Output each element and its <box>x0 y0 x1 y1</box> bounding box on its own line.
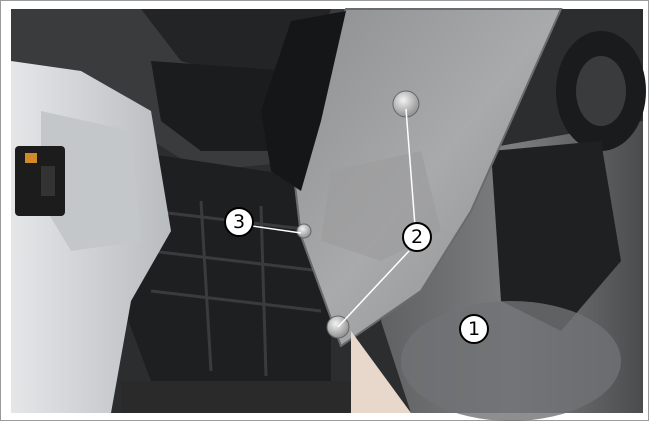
callout-3-label: 3 <box>232 210 246 233</box>
callout-1-label: 1 <box>467 317 481 340</box>
callout-lines <box>251 108 416 328</box>
air-duct <box>121 151 331 381</box>
mounting-bracket <box>261 11 346 191</box>
screw-side <box>296 223 312 239</box>
callout-2: 2 <box>402 222 432 252</box>
wiring-connector <box>15 146 65 216</box>
callout-2-label: 2 <box>410 225 424 248</box>
callout-1: 1 <box>459 314 489 344</box>
callout-3: 3 <box>224 207 254 237</box>
